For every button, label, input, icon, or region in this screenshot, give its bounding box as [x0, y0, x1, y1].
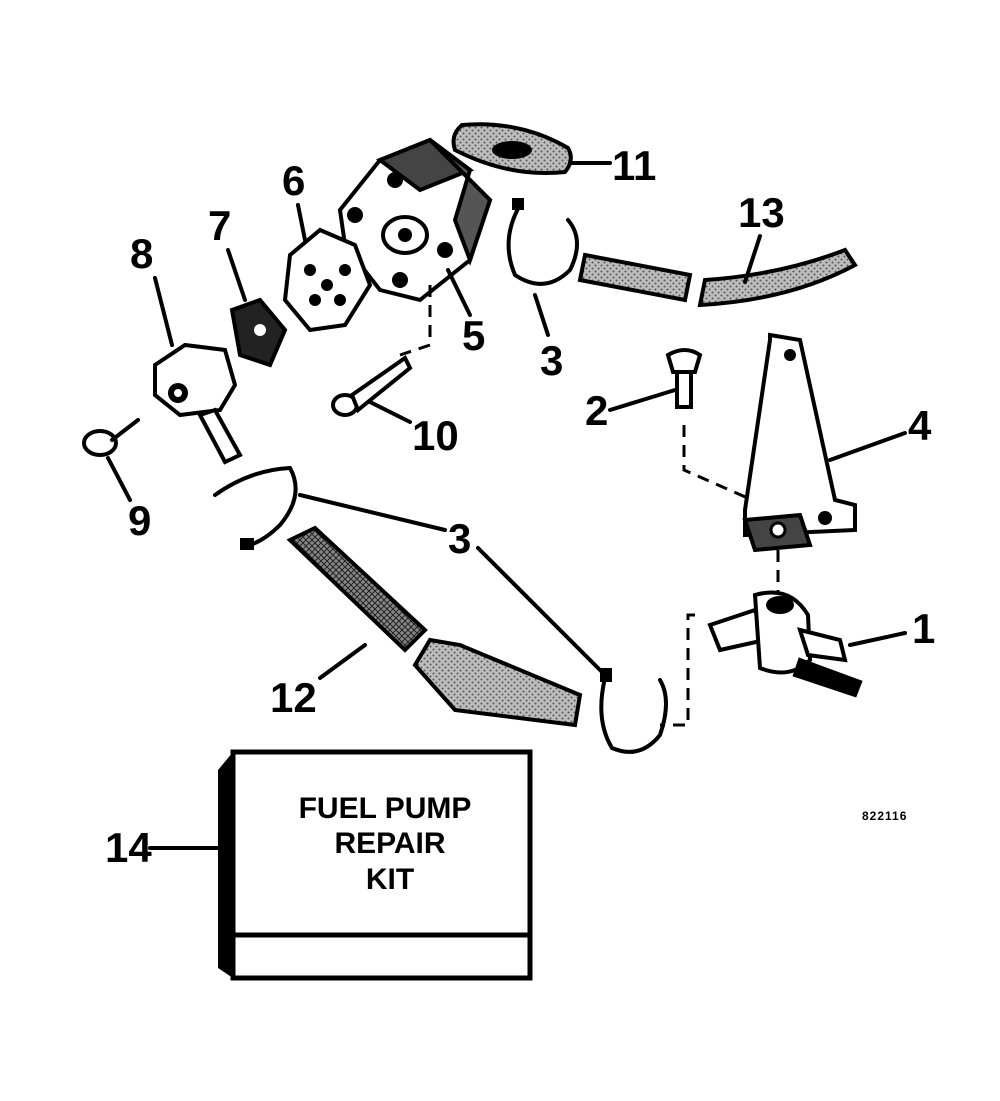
callout-2: 2	[585, 387, 608, 434]
callout-8: 8	[130, 230, 153, 277]
leader-3-lower-a	[298, 493, 447, 532]
callout-11: 11	[612, 142, 656, 189]
kit-label-line-3: KIT	[366, 863, 414, 896]
leader-2	[608, 388, 677, 412]
callout-4: 4	[908, 402, 932, 449]
callout-7: 7	[208, 202, 231, 249]
hose-clamp-lower-left-part-3	[213, 465, 298, 550]
leader-4	[828, 431, 907, 462]
screw-part-10	[331, 355, 413, 417]
pump-body-part-5	[337, 137, 493, 303]
leader-3-lower-b	[476, 546, 604, 674]
diaphragm-part-7	[229, 297, 288, 368]
callout-9: 9	[128, 497, 151, 544]
callout-12: 12	[270, 674, 317, 721]
leader-6	[296, 203, 307, 242]
callout-1: 1	[912, 605, 935, 652]
kit-label-line-2: REPAIR	[334, 827, 445, 860]
dash-2-4	[682, 425, 776, 512]
leader-12	[318, 643, 367, 680]
callout-10: 10	[412, 412, 459, 459]
dash-1-clamp	[660, 613, 695, 727]
callout-3-upper: 3	[540, 337, 563, 384]
pump-cover-part-8	[153, 342, 243, 465]
leader-5	[446, 268, 472, 317]
repair-kit-box-part-14	[218, 749, 533, 981]
leader-7	[226, 248, 247, 302]
callout-6: 6	[282, 157, 305, 204]
filter-screen-part-11	[451, 122, 573, 176]
figure-code: 822116	[862, 809, 907, 823]
callout-13: 13	[738, 189, 785, 236]
leader-1	[848, 631, 907, 647]
leader-8	[153, 276, 174, 347]
bolt-part-2	[665, 348, 703, 409]
hose-clamp-upper-part-3	[506, 198, 579, 286]
kit-label-line-1: FUEL PUMP	[299, 792, 472, 825]
leader-3-upper	[533, 293, 550, 337]
bracket-part-4	[742, 332, 857, 553]
fuel-hose-part-12	[286, 525, 583, 728]
fuel-hose-part-13	[577, 247, 858, 308]
callout-14: 14	[105, 824, 152, 871]
dash-5-10	[399, 285, 432, 357]
callout-3-lower: 3	[448, 515, 471, 562]
leader-10	[368, 400, 412, 424]
callout-5: 5	[462, 312, 485, 359]
screw-part-9	[82, 418, 140, 457]
fuel-valve-part-1	[707, 590, 863, 698]
leader-9	[106, 456, 132, 502]
gasket-part-6	[282, 227, 373, 333]
leader-13	[743, 234, 762, 284]
hose-clamp-lower-right-part-3	[599, 668, 668, 754]
